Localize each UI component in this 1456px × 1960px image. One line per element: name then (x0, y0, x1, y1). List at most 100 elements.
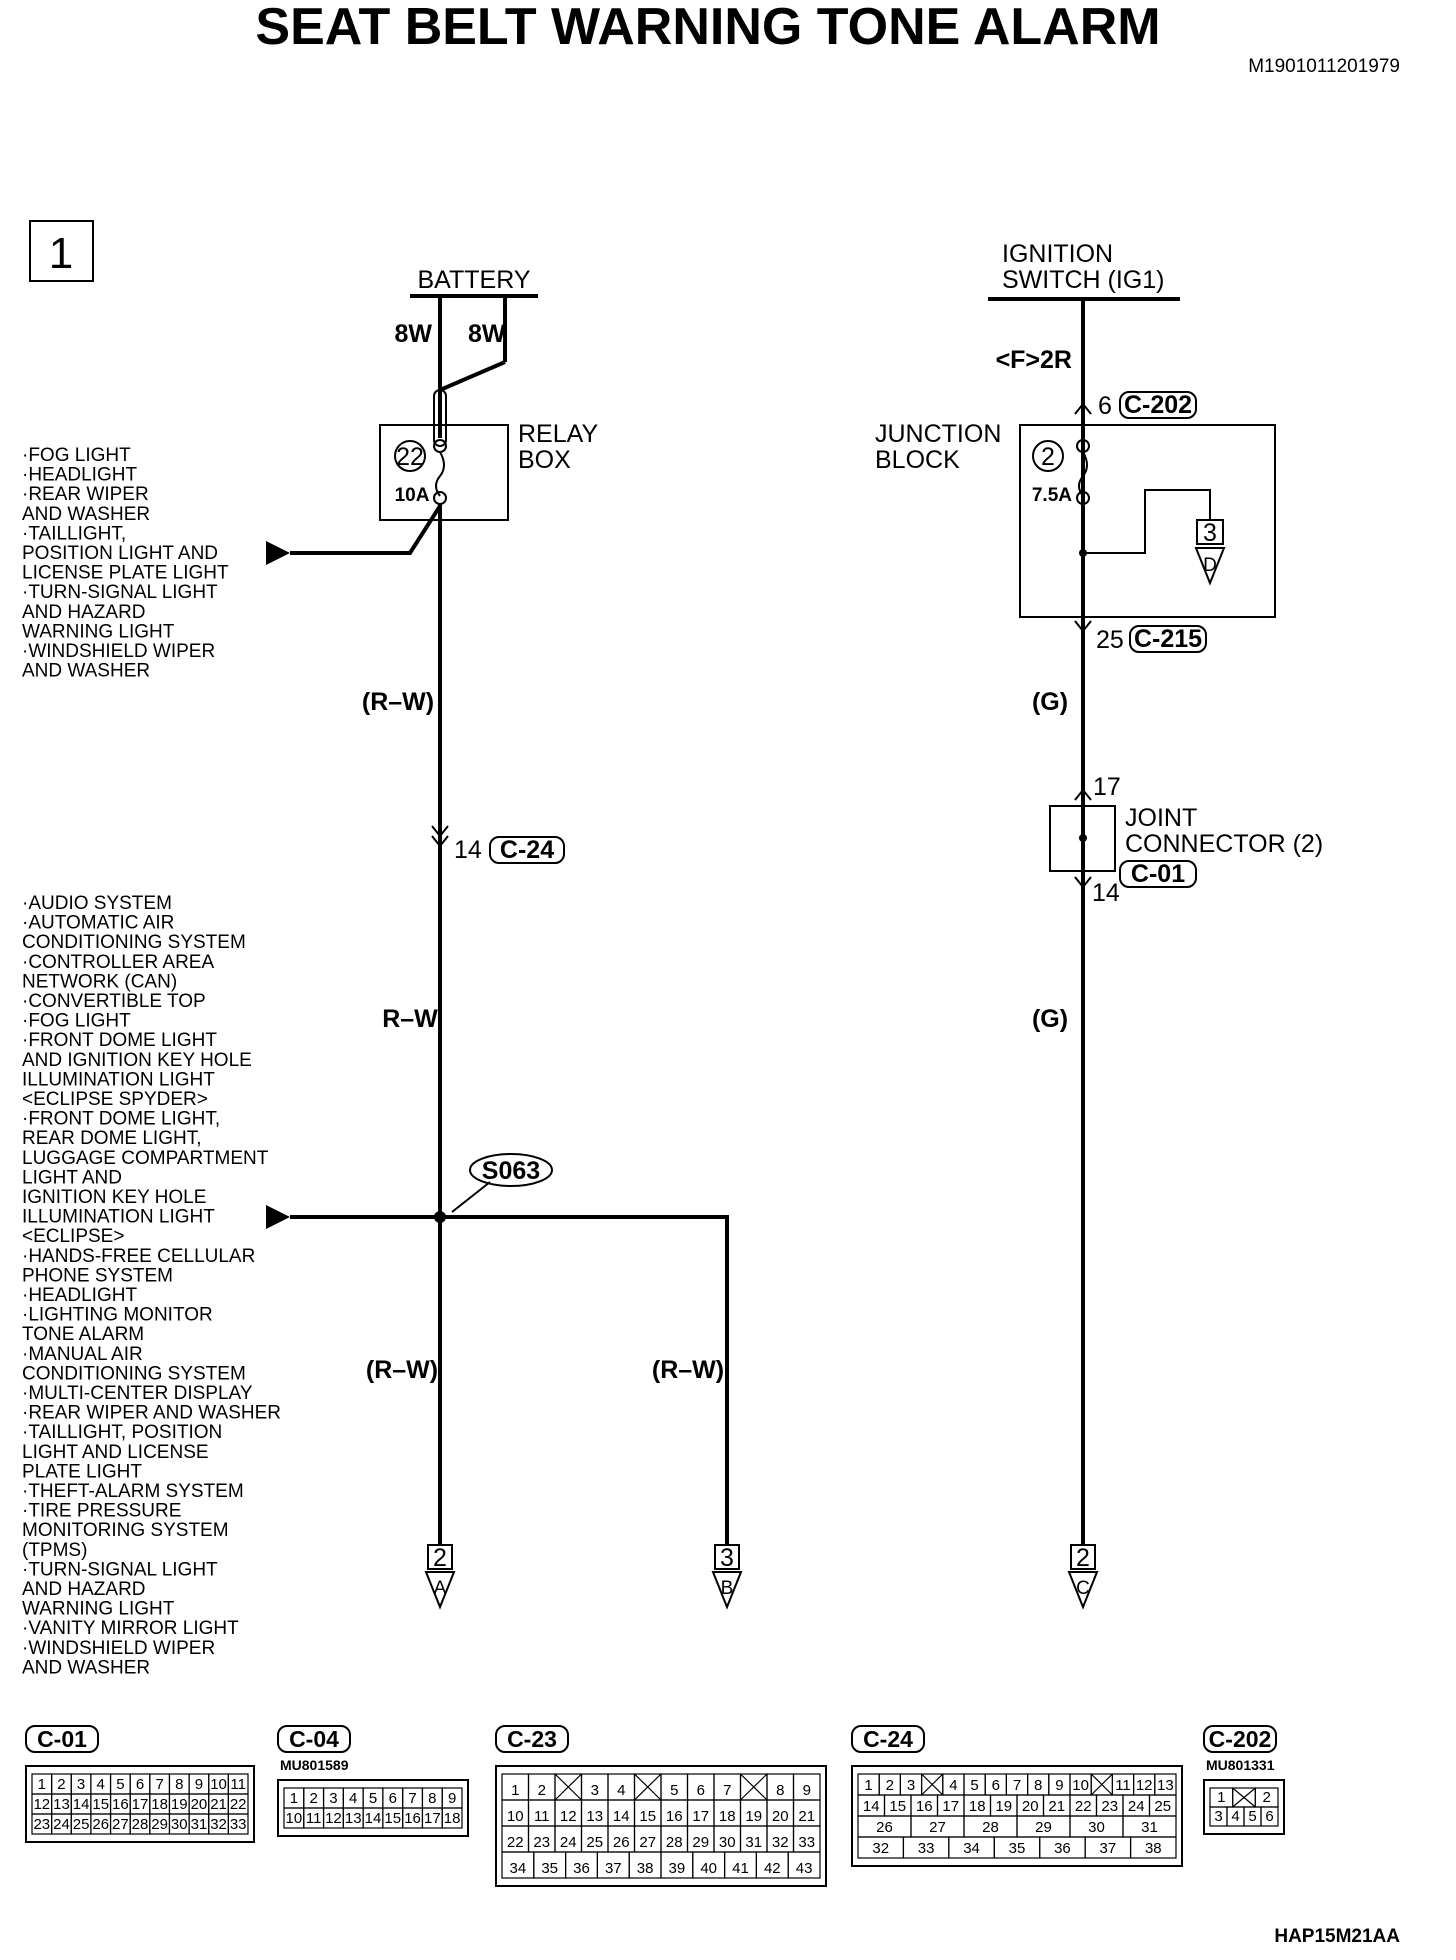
connector-pin: 15 (384, 1810, 401, 1827)
relay-fuse-element (435, 451, 445, 497)
splice-output-item: CONDITIONING SYSTEM (22, 932, 246, 953)
connector-pin: 9 (1055, 1777, 1063, 1794)
connector-pin: 15 (639, 1808, 656, 1825)
right-wire-color-2: (G) (1032, 1005, 1068, 1033)
connector-pin: 8 (428, 1790, 436, 1807)
connector-pin: 5 (970, 1777, 978, 1794)
connector-pin: 10 (210, 1776, 227, 1793)
splice-output-item: ILLUMINATION LIGHT (22, 1069, 215, 1090)
ignition-source: IGNITION SWITCH (IG1) <F>2R (988, 240, 1180, 374)
connector-pin: 3 (907, 1777, 915, 1794)
connector-pin: 33 (230, 1816, 247, 1833)
connector-pin: 5 (116, 1776, 124, 1793)
splice-output-item: MONITORING SYSTEM (22, 1520, 229, 1541)
connector-pin: 8 (776, 1782, 784, 1799)
connector-pin: 2 (538, 1782, 546, 1799)
connector-pin: 28 (982, 1819, 999, 1836)
splice-output-item: NETWORK (CAN) (22, 971, 177, 992)
connector-pin: 1 (1217, 1789, 1225, 1806)
splice-output-item: IGNITION KEY HOLE (22, 1187, 206, 1208)
splice-output-item: ·MULTI-CENTER DISPLAY (22, 1383, 253, 1404)
splice-output-item: PHONE SYSTEM (22, 1265, 173, 1286)
connector-pin: 42 (764, 1860, 781, 1877)
splice-output-item: ·THEFT-ALARM SYSTEM (22, 1481, 244, 1502)
connector-pin: 26 (613, 1834, 630, 1851)
relay-output-list: ·FOG LIGHT·HEADLIGHT·REAR WIPER AND WASH… (22, 445, 229, 682)
connector-pin: 16 (112, 1796, 129, 1813)
c202-connector-mark (1074, 402, 1092, 415)
connector-pin: 23 (1101, 1798, 1118, 1815)
connector-pin: 18 (444, 1810, 461, 1827)
splice-output-item: TONE ALARM (22, 1324, 144, 1345)
jb-fuse-number: 2 (1041, 443, 1055, 471)
connector-pin: 22 (230, 1796, 247, 1813)
jb-label-1: JUNCTION (875, 420, 1001, 448)
relay-output-item: AND WASHER (22, 504, 150, 525)
relay-fuse-number: 22 (396, 443, 424, 471)
connector-pin: 28 (666, 1834, 683, 1851)
relay-box: RELAY BOX 22 10A (379, 389, 598, 521)
connector-pin: 3 (591, 1782, 599, 1799)
jb-in-connector: C-202 (1124, 391, 1192, 419)
relay-output-item: ·HEADLIGHT (22, 465, 137, 486)
splice-output-item: (TPMS) (22, 1540, 87, 1561)
connector-pin: 9 (195, 1776, 203, 1793)
connector-pin: 36 (573, 1860, 590, 1877)
connector-pin: 10 (507, 1808, 524, 1825)
connector-pin: 1 (511, 1782, 519, 1799)
relay-box-label-1: RELAY (518, 420, 598, 448)
connector-pin: 2 (309, 1790, 317, 1807)
relay-output-item: ·WINDSHIELD WIPER (22, 641, 215, 662)
figure-id: HAP15M21AA (1274, 1926, 1400, 1947)
splice-output-item: AND HAZARD (22, 1579, 146, 1600)
terminal-b-number: 3 (720, 1544, 734, 1572)
splice-output-item: ·AUDIO SYSTEM (22, 893, 172, 914)
connector-pin: 12 (560, 1808, 577, 1825)
splice-name: S063 (482, 1157, 540, 1185)
terminal-c-letter: C (1076, 1578, 1090, 1599)
left-wire-color-3: (R–W) (366, 1356, 438, 1384)
connector-pin: 11 (230, 1776, 246, 1793)
connector-pin: 43 (796, 1860, 813, 1877)
connector-pin: 6 (389, 1790, 397, 1807)
splice-output-item: ·WINDSHIELD WIPER (22, 1638, 215, 1659)
jb-out-connector: C-215 (1134, 625, 1202, 653)
terminal-c-number: 2 (1076, 1544, 1090, 1572)
connector-pin: 34 (963, 1840, 980, 1857)
connector-pin: 25 (586, 1834, 603, 1851)
connector-pin: 3 (329, 1790, 337, 1807)
jb-fuse-element (1078, 451, 1088, 497)
joint-out-connector-mark (1074, 876, 1092, 889)
terminal-a-number: 2 (433, 1544, 447, 1572)
c24-connector-mark (431, 825, 449, 848)
jb-out-pin: 25 (1096, 626, 1124, 654)
connector-pin: 33 (918, 1840, 935, 1857)
junction-block: JUNCTION BLOCK 2 7.5A 3 D (875, 420, 1276, 618)
connector-pin: 29 (151, 1816, 168, 1833)
connector-pin: 1 (38, 1776, 46, 1793)
right-wire-color-1: (G) (1032, 688, 1068, 716)
splice-output-item: ·TURN-SIGNAL LIGHT (22, 1559, 218, 1580)
splice-right-branch (440, 1215, 729, 1545)
jb-in-pin: 6 (1098, 392, 1112, 420)
connector-pin: 8 (1034, 1777, 1042, 1794)
splice-output-item: LUGGAGE COMPARTMENT (22, 1148, 269, 1169)
document-id: M1901011201979 (1248, 56, 1400, 77)
connector-pin: 7 (1013, 1777, 1021, 1794)
splice-output-item: AND IGNITION KEY HOLE (22, 1050, 252, 1071)
c215-connector-mark (1074, 620, 1092, 633)
connector-pin: 11 (306, 1810, 322, 1827)
battery-wire-left: 8W (395, 320, 433, 348)
connector-pin: 7 (723, 1782, 731, 1799)
connector-pin: 12 (1136, 1777, 1153, 1794)
connector-pin: 31 (745, 1834, 762, 1851)
connector-pin: 30 (719, 1834, 736, 1851)
battery-wire-right: 8W (468, 320, 506, 348)
connector-pin: 14 (365, 1810, 382, 1827)
connector-pin: 17 (424, 1810, 441, 1827)
splice-output-list: ·AUDIO SYSTEM·AUTOMATIC AIR CONDITIONING… (22, 893, 281, 1678)
connector-pin: 34 (510, 1860, 527, 1877)
connector-pin: 30 (1088, 1819, 1105, 1836)
